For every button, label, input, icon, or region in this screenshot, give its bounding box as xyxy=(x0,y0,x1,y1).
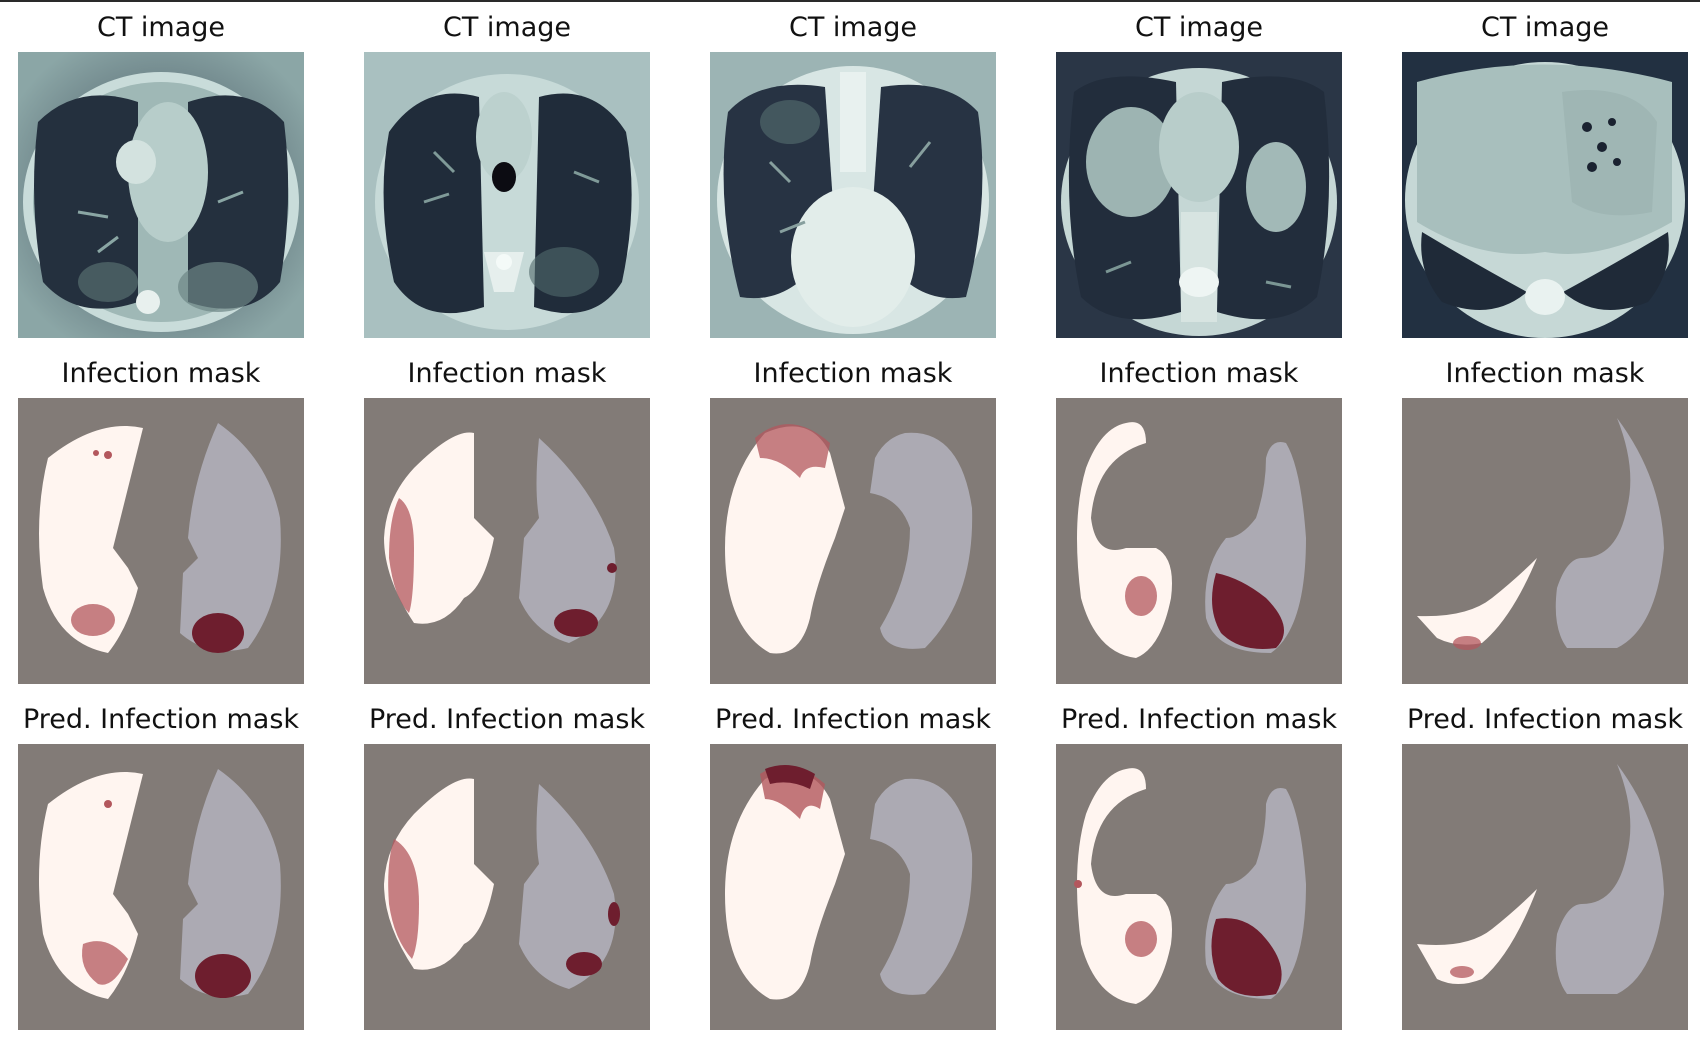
infection-mask-image xyxy=(1402,398,1688,684)
mask-graphic xyxy=(710,744,996,1030)
panel-title: Infection mask xyxy=(407,358,607,389)
infection-mask-image xyxy=(1056,398,1342,684)
panel-title: Pred. Infection mask xyxy=(1060,704,1338,735)
mask-graphic xyxy=(1056,398,1342,684)
ct-scan-image xyxy=(710,52,996,338)
ct-scan-image xyxy=(1402,52,1688,338)
panel-title: Infection mask xyxy=(1099,358,1299,389)
panel-title: Pred. Infection mask xyxy=(1406,704,1684,735)
ct-scan-graphic xyxy=(710,52,996,338)
ct-scan-graphic xyxy=(364,52,650,338)
panel-title: CT image xyxy=(788,12,918,43)
ct-scan-graphic xyxy=(1056,52,1342,338)
panel-title: Pred. Infection mask xyxy=(714,704,992,735)
panel-title: Pred. Infection mask xyxy=(22,704,300,735)
infection-mask-image xyxy=(364,398,650,684)
mask-graphic xyxy=(18,744,304,1030)
panel-title: Infection mask xyxy=(61,358,261,389)
top-border xyxy=(0,0,1700,2)
ct-scan-graphic xyxy=(18,52,304,338)
mask-graphic xyxy=(1056,744,1342,1030)
mask-graphic xyxy=(1402,744,1688,1030)
panel-title: CT image xyxy=(442,12,572,43)
pred-mask-image xyxy=(1056,744,1342,1030)
ct-scan-image xyxy=(364,52,650,338)
pred-mask-image xyxy=(1402,744,1688,1030)
mask-graphic xyxy=(1402,398,1688,684)
infection-mask-image xyxy=(18,398,304,684)
panel-title: Infection mask xyxy=(1445,358,1645,389)
mask-graphic xyxy=(364,744,650,1030)
pred-mask-image xyxy=(710,744,996,1030)
infection-mask-image xyxy=(710,398,996,684)
panel-title: CT image xyxy=(1134,12,1264,43)
mask-graphic xyxy=(18,398,304,684)
ct-scan-graphic xyxy=(1402,52,1688,338)
mask-graphic xyxy=(710,398,996,684)
panel-title: Pred. Infection mask xyxy=(368,704,646,735)
pred-mask-image xyxy=(18,744,304,1030)
ct-scan-image xyxy=(1056,52,1342,338)
mask-graphic xyxy=(364,398,650,684)
pred-mask-image xyxy=(364,744,650,1030)
panel-title: CT image xyxy=(1480,12,1610,43)
panel-title: Infection mask xyxy=(753,358,953,389)
ct-scan-image xyxy=(18,52,304,338)
panel-title: CT image xyxy=(96,12,226,43)
